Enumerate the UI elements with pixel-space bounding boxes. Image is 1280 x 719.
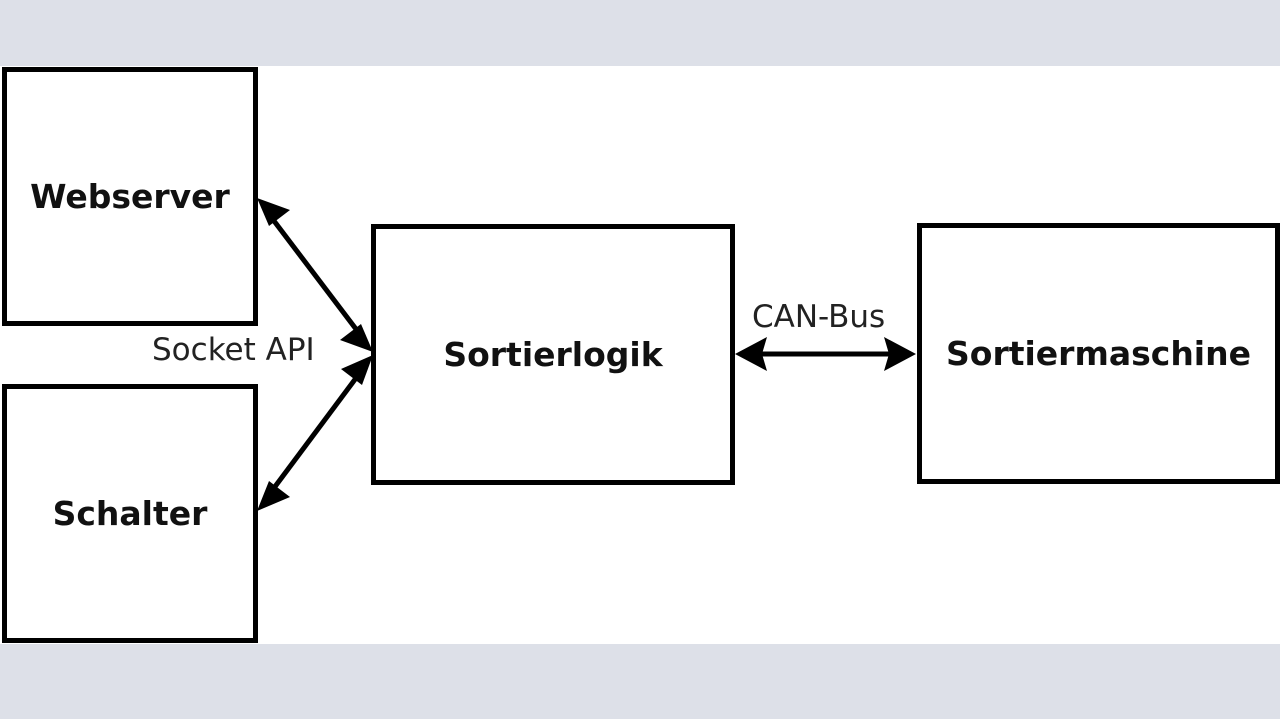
node-schalter: Schalter [2, 384, 258, 643]
node-webserver-label: Webserver [30, 177, 230, 216]
node-sortierlogik: Sortierlogik [371, 224, 735, 485]
node-sortiermaschine-label: Sortiermaschine [946, 334, 1251, 373]
edge-label-socket-api: Socket API [152, 332, 315, 368]
node-schalter-label: Schalter [52, 494, 208, 533]
node-webserver: Webserver [2, 67, 258, 326]
node-sortierlogik-label: Sortierlogik [443, 335, 663, 374]
edge-label-can-bus: CAN-Bus [752, 299, 886, 335]
node-sortiermaschine: Sortiermaschine [917, 223, 1280, 484]
